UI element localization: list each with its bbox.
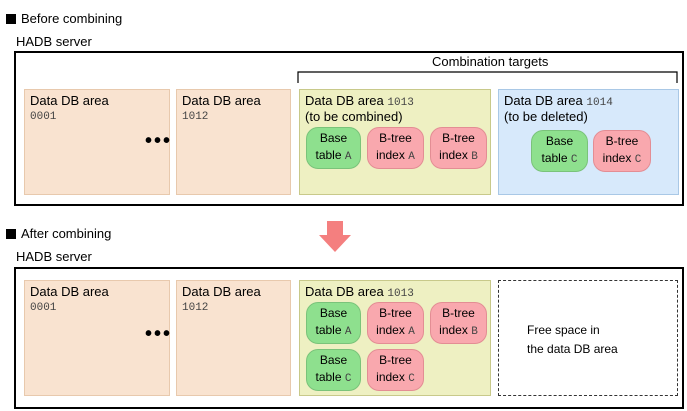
combination-targets-label: Combination targets [432, 54, 549, 69]
pill-line1: Base [319, 353, 348, 367]
before-server-label: HADB server [16, 34, 92, 49]
pill-line1: Base [319, 306, 348, 320]
pill-line2: table C [542, 150, 578, 169]
after-section-label: After combining [21, 226, 112, 241]
area-title-text: Data DB area [504, 93, 583, 108]
pill-line2: index C [376, 369, 415, 388]
pill-line1: Base [545, 134, 574, 148]
pill-line2: table A [316, 147, 352, 166]
pill-line2: index C [603, 150, 642, 169]
area-code: 1012 [182, 302, 209, 314]
pill-word: table [315, 370, 342, 384]
pill-line2: index B [439, 147, 478, 166]
area-note: (to be combined) [305, 109, 403, 124]
pill-line1: B-tree [379, 131, 412, 145]
pill-suffix: C [344, 373, 352, 385]
pill-line2: index A [376, 147, 415, 166]
square-bullet-icon [6, 13, 16, 24]
after-ellipsis: ••• [145, 323, 173, 345]
area-code: 1013 [387, 288, 414, 300]
pill-line1: B-tree [379, 306, 412, 320]
pill-line1: B-tree [605, 134, 639, 148]
area-title: Data DB area [182, 93, 261, 108]
pill-suffix: B [471, 326, 478, 338]
after-server-box [14, 267, 684, 409]
area-code: 1013 [387, 97, 414, 109]
after-section-title: After combining [6, 226, 111, 241]
pill-suffix: A [408, 326, 415, 338]
area-code: 1014 [586, 97, 613, 109]
btree-index-c: B-tree index C [367, 349, 424, 391]
base-table-c: Base table C [531, 130, 588, 172]
down-arrow-icon [319, 221, 351, 252]
btree-index-c: B-tree index C [593, 130, 651, 172]
after-area-1012: Data DB area 1012 [176, 280, 291, 396]
pill-line2: table A [316, 322, 352, 341]
pill-word: table [541, 151, 568, 165]
area-title: Data DB area 1014 [504, 93, 613, 111]
pill-word: index [376, 148, 405, 162]
area-title: Data DB area [30, 284, 109, 299]
pill-line2: table C [316, 369, 352, 388]
before-server-box [14, 51, 684, 206]
pill-word: index [602, 151, 632, 165]
pill-suffix: A [344, 326, 352, 338]
btree-index-b: B-tree index B [430, 127, 487, 169]
area-title-text: Data DB area [305, 284, 384, 299]
area-title: Data DB area 1013 [305, 93, 414, 111]
free-space-area: Free space in the data DB area [498, 280, 678, 396]
before-section-label: Before combining [21, 11, 123, 26]
free-space-line1: Free space in [527, 323, 600, 337]
pill-word: index [439, 323, 468, 337]
before-area-1012: Data DB area 1012 [176, 89, 291, 195]
area-title: Data DB area [30, 93, 109, 108]
pill-line1: B-tree [442, 306, 475, 320]
after-area-0001: Data DB area 0001 [24, 280, 170, 396]
area-title-text: Data DB area [305, 93, 384, 108]
pill-suffix: A [408, 151, 415, 163]
before-area-1013: Data DB area 1013 (to be combined) Base … [299, 89, 491, 195]
before-area-1014: Data DB area 1014 (to be deleted) Base t… [498, 89, 679, 195]
pill-suffix: A [344, 151, 352, 163]
free-space-line2: the data DB area [527, 342, 618, 356]
pill-word: index [376, 323, 405, 337]
btree-index-b: B-tree index B [430, 302, 487, 344]
pill-suffix: C [634, 154, 642, 166]
after-area-1013: Data DB area 1013 Base table A B-tree in… [299, 280, 491, 396]
pill-word: index [376, 370, 405, 384]
square-bullet-icon [6, 228, 16, 239]
pill-word: table [315, 323, 342, 337]
btree-index-a: B-tree index A [367, 127, 424, 169]
area-code: 0001 [30, 302, 57, 314]
area-note: (to be deleted) [504, 109, 588, 124]
pill-line1: Base [319, 131, 348, 145]
pill-line2: index B [439, 322, 478, 341]
before-section-title: Before combining [6, 11, 122, 26]
pill-suffix: B [471, 151, 478, 163]
area-code: 0001 [30, 111, 57, 123]
area-title: Data DB area 1013 [305, 284, 414, 302]
base-table-a: Base table A [306, 127, 361, 169]
base-table-a: Base table A [306, 302, 361, 344]
after-server-label: HADB server [16, 249, 92, 264]
pill-word: index [439, 148, 468, 162]
pill-line1: B-tree [379, 353, 412, 367]
btree-index-a: B-tree index A [367, 302, 424, 344]
pill-line1: B-tree [442, 131, 475, 145]
area-code: 1012 [182, 111, 209, 123]
pill-word: table [315, 148, 342, 162]
before-area-0001: Data DB area 0001 [24, 89, 170, 195]
pill-suffix: C [570, 154, 578, 166]
pill-line2: index A [376, 322, 415, 341]
free-space-label: Free space in the data DB area [527, 321, 618, 359]
pill-suffix: C [408, 373, 415, 385]
base-table-c: Base table C [306, 349, 361, 391]
combination-targets-bracket [297, 71, 678, 83]
area-title: Data DB area [182, 284, 261, 299]
before-ellipsis: ••• [145, 130, 173, 152]
